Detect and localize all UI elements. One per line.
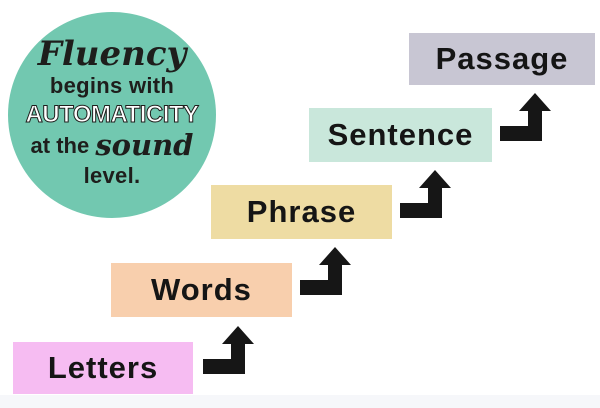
step-words: Words xyxy=(111,263,292,317)
circle-line-level: level. xyxy=(83,162,141,188)
circle-line4-sound: sound xyxy=(95,127,194,162)
circle-line4-prefix: at the xyxy=(30,132,96,158)
step-letters-label: Letters xyxy=(47,350,159,385)
circle-line-at-the-sound: at the sound xyxy=(30,127,194,162)
step-up-arrow-icon xyxy=(300,247,351,295)
circle-line-fluency: Fluency xyxy=(37,33,187,74)
step-sentence-label: Sentence xyxy=(327,117,474,152)
circle-line-automaticity: AUTOMATICITY xyxy=(25,100,200,128)
step-phrase: Phrase xyxy=(211,185,392,239)
circle-line-begins-with: begins with xyxy=(49,73,175,99)
step-passage-label: Passage xyxy=(435,41,569,76)
step-up-arrow-icon xyxy=(203,326,254,374)
step-up-arrow-icon xyxy=(500,93,551,141)
step-letters: Letters xyxy=(13,342,193,394)
bottom-edge-strip xyxy=(0,395,600,408)
step-phrase-label: Phrase xyxy=(246,194,357,229)
step-sentence: Sentence xyxy=(309,108,492,162)
step-words-label: Words xyxy=(151,272,252,307)
step-up-arrow-icon xyxy=(400,170,451,218)
fluency-circle-badge: Fluency begins with AUTOMATICITY at the … xyxy=(8,12,216,218)
step-passage: Passage xyxy=(409,33,595,85)
